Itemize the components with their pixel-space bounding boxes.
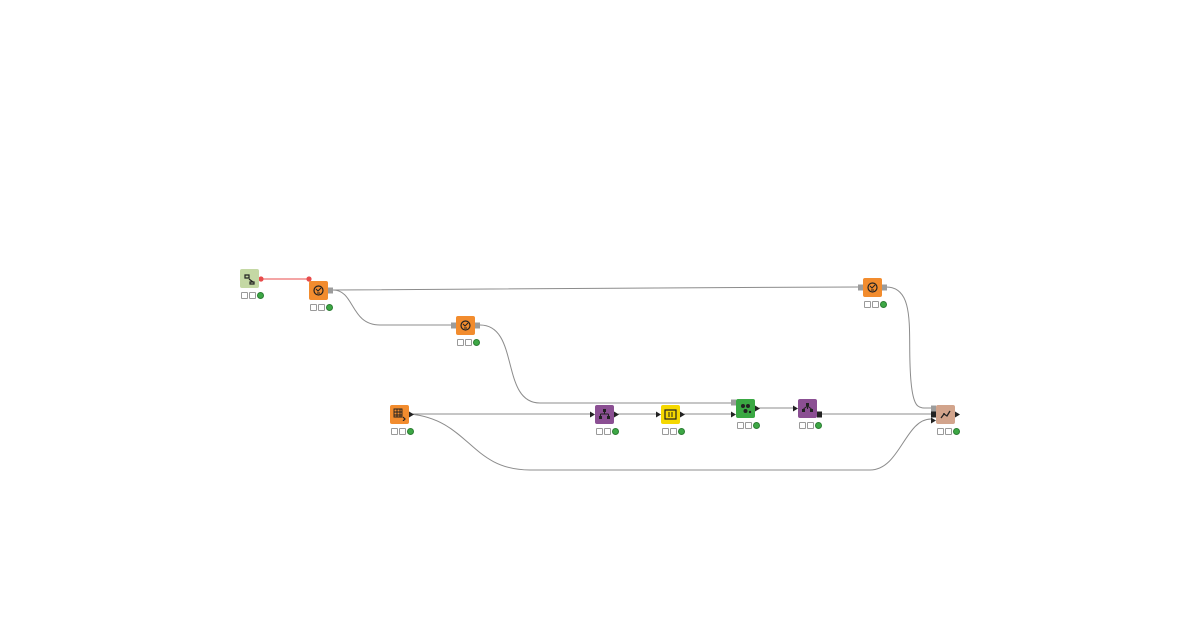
connection-n5-n10[interactable] [409, 413, 932, 471]
status-light-red [864, 301, 871, 308]
output-port[interactable] [328, 287, 333, 294]
connection-n2-n3[interactable] [332, 289, 452, 326]
status-light-yellow [945, 428, 952, 435]
input-port[interactable] [931, 417, 936, 424]
input-port[interactable] [793, 405, 798, 412]
status-light-green [407, 428, 414, 435]
status-light-red [310, 304, 317, 311]
output-port[interactable] [882, 284, 887, 291]
status-light-green [612, 428, 619, 435]
status-light-yellow [604, 428, 611, 435]
visualizer-node[interactable] [936, 405, 955, 424]
status-light-red [737, 422, 744, 429]
variable-creator-icon [244, 274, 255, 285]
database-icon [867, 282, 878, 293]
status-light-yellow [807, 422, 814, 429]
frame-icon [664, 409, 677, 420]
node-status-indicator [310, 304, 333, 311]
status-light-yellow [465, 339, 472, 346]
connection-n3-n8[interactable] [479, 324, 735, 404]
status-light-red [391, 428, 398, 435]
input-port[interactable] [731, 411, 736, 418]
output-port[interactable] [955, 411, 960, 418]
status-light-green [953, 428, 960, 435]
input-port[interactable] [931, 405, 936, 412]
predictor-node[interactable] [798, 399, 817, 418]
input-port[interactable] [451, 322, 456, 329]
utility-node[interactable] [661, 405, 680, 424]
output-port[interactable] [755, 405, 760, 412]
input-port[interactable] [656, 411, 661, 418]
learner-node[interactable] [736, 399, 755, 418]
input-port[interactable] [858, 284, 863, 291]
status-light-green [815, 422, 822, 429]
status-light-green [326, 304, 333, 311]
connection-n2-n4[interactable] [332, 286, 861, 291]
table-grid-icon [393, 408, 406, 421]
status-light-red [799, 422, 806, 429]
status-light-green [678, 428, 685, 435]
status-light-yellow [399, 428, 406, 435]
node-status-indicator [937, 428, 960, 435]
status-light-red [596, 428, 603, 435]
node-status-indicator [596, 428, 619, 435]
status-light-yellow [872, 301, 879, 308]
input-port[interactable] [590, 411, 595, 418]
connection-n4-n10[interactable] [885, 286, 932, 409]
status-light-green [880, 301, 887, 308]
status-light-red [457, 339, 464, 346]
node-status-indicator [241, 292, 264, 299]
flow-source-node[interactable] [240, 269, 259, 288]
node-status-indicator [391, 428, 414, 435]
manipulator-node[interactable] [595, 405, 614, 424]
output-port[interactable] [614, 411, 619, 418]
input-port[interactable] [731, 399, 736, 406]
status-light-green [257, 292, 264, 299]
output-port[interactable] [680, 411, 685, 418]
status-light-yellow [670, 428, 677, 435]
flow-variable-in-port[interactable] [306, 276, 312, 282]
output-port[interactable] [475, 322, 480, 329]
cluster-icon [741, 404, 752, 414]
database-icon [460, 320, 471, 331]
table-creator-node[interactable] [390, 405, 409, 424]
node-status-indicator [457, 339, 480, 346]
status-light-red [662, 428, 669, 435]
output-port[interactable] [817, 411, 822, 418]
source-node-b[interactable] [456, 316, 475, 335]
status-light-yellow [745, 422, 752, 429]
status-light-red [241, 292, 248, 299]
status-light-yellow [318, 304, 325, 311]
status-light-green [753, 422, 760, 429]
node-status-indicator [737, 422, 760, 429]
output-port[interactable] [409, 411, 414, 418]
input-port[interactable] [931, 411, 936, 418]
status-light-green [473, 339, 480, 346]
status-light-red [937, 428, 944, 435]
database-icon [313, 285, 324, 296]
source-node-c[interactable] [863, 278, 882, 297]
node-status-indicator [799, 422, 822, 429]
status-light-yellow [249, 292, 256, 299]
flow-variable-out-port[interactable] [258, 276, 264, 282]
chart-icon [940, 410, 951, 419]
node-status-indicator [662, 428, 685, 435]
source-node-a[interactable] [309, 281, 328, 300]
hierarchy-icon [599, 409, 610, 419]
node-status-indicator [864, 301, 887, 308]
tree-icon [802, 403, 813, 412]
